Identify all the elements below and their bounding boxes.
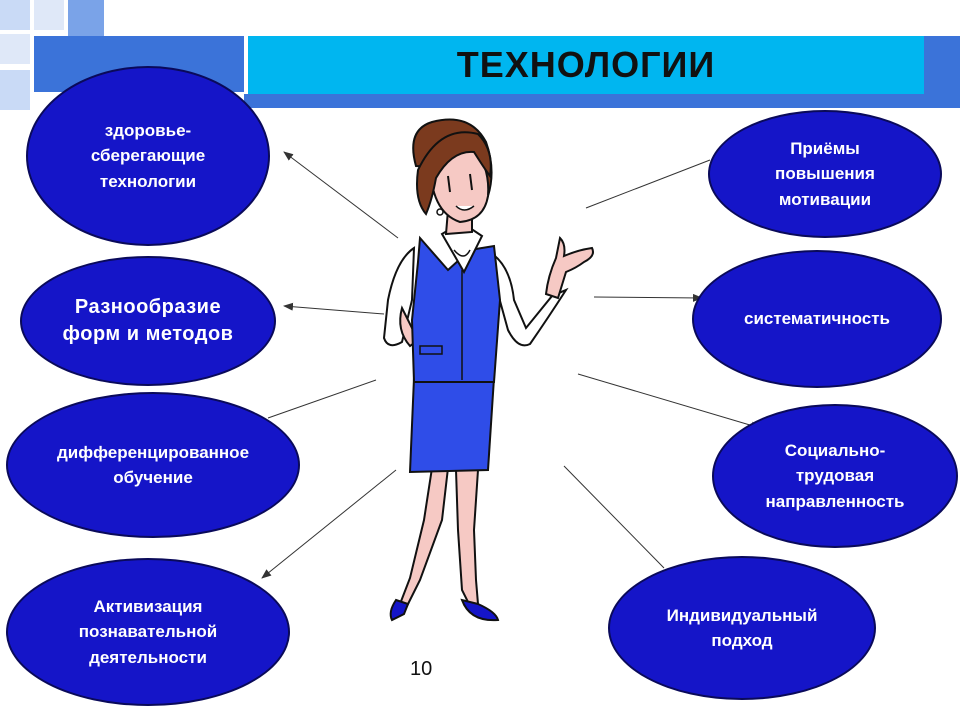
deco-square	[34, 0, 64, 30]
page-number: 10	[410, 658, 433, 680]
node-forms-methods: Разнообразие форм и методов	[20, 256, 276, 386]
arrow-to-forms	[283, 302, 385, 315]
node-social-labor-orientation: Социально- трудовая направленность	[712, 404, 958, 548]
arrow-to-social	[577, 373, 761, 430]
deco-band	[244, 94, 924, 108]
page-title: ТЕХНОЛОГИИ	[456, 44, 716, 85]
node-motivation-techniques: Приёмы повышения мотивации	[708, 110, 942, 238]
deco-square	[0, 0, 30, 30]
node-individual-approach: Индивидуальный подход	[608, 556, 876, 700]
line-to-individual	[563, 465, 665, 569]
line-to-motivation	[585, 159, 711, 209]
node-differentiated-learning: дифференцированное обучение	[6, 392, 300, 538]
deco-band	[924, 36, 960, 108]
line-to-differentiated	[267, 379, 377, 419]
arrow-to-activation	[261, 469, 397, 579]
arrow-to-systematic	[593, 293, 703, 302]
node-cognitive-activation: Активизация познавательной деятельности	[6, 558, 290, 706]
node-health-technologies: здоровье- сберегающие технологии	[26, 66, 270, 246]
node-systematic: систематичность	[692, 250, 942, 388]
deco-square	[0, 34, 30, 64]
deco-square	[68, 0, 104, 36]
title-bar: ТЕХНОЛОГИИ	[248, 36, 924, 94]
arrow-to-health	[283, 151, 399, 239]
deco-square	[0, 70, 30, 110]
